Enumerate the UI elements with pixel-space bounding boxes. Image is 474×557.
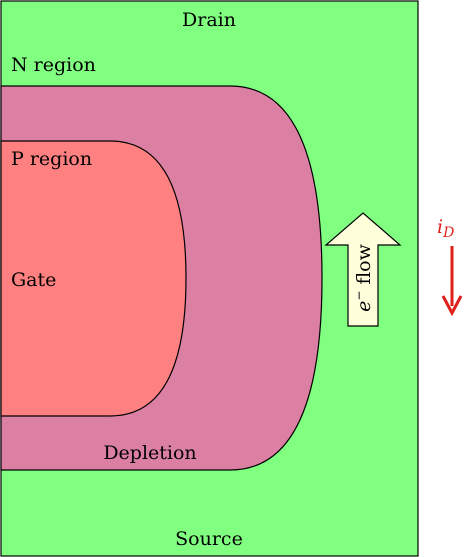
n-region-label: N region <box>11 54 96 76</box>
flow-word: flow <box>353 243 375 284</box>
drain-current-subscript: D <box>442 225 454 241</box>
p-region <box>0 140 187 417</box>
p-region-label: P region <box>11 148 92 170</box>
drain-current-label: iD <box>437 216 454 241</box>
drain-label: Drain <box>182 9 236 31</box>
drain-current-symbol: i <box>437 216 443 238</box>
electron-charge-superscript: − <box>352 291 366 301</box>
electron-flow-arrow-shape <box>324 212 402 327</box>
drain-current-arrow-head <box>441 295 463 317</box>
electron-symbol: e <box>353 301 375 312</box>
electron-flow-label: e− flow <box>352 243 375 311</box>
electron-flow-arrow: e− flow <box>324 212 402 327</box>
drain-current-indicator: iD <box>437 216 463 317</box>
source-label: Source <box>175 528 243 550</box>
depletion-label: Depletion <box>103 442 196 464</box>
gate-label: Gate <box>11 269 56 291</box>
